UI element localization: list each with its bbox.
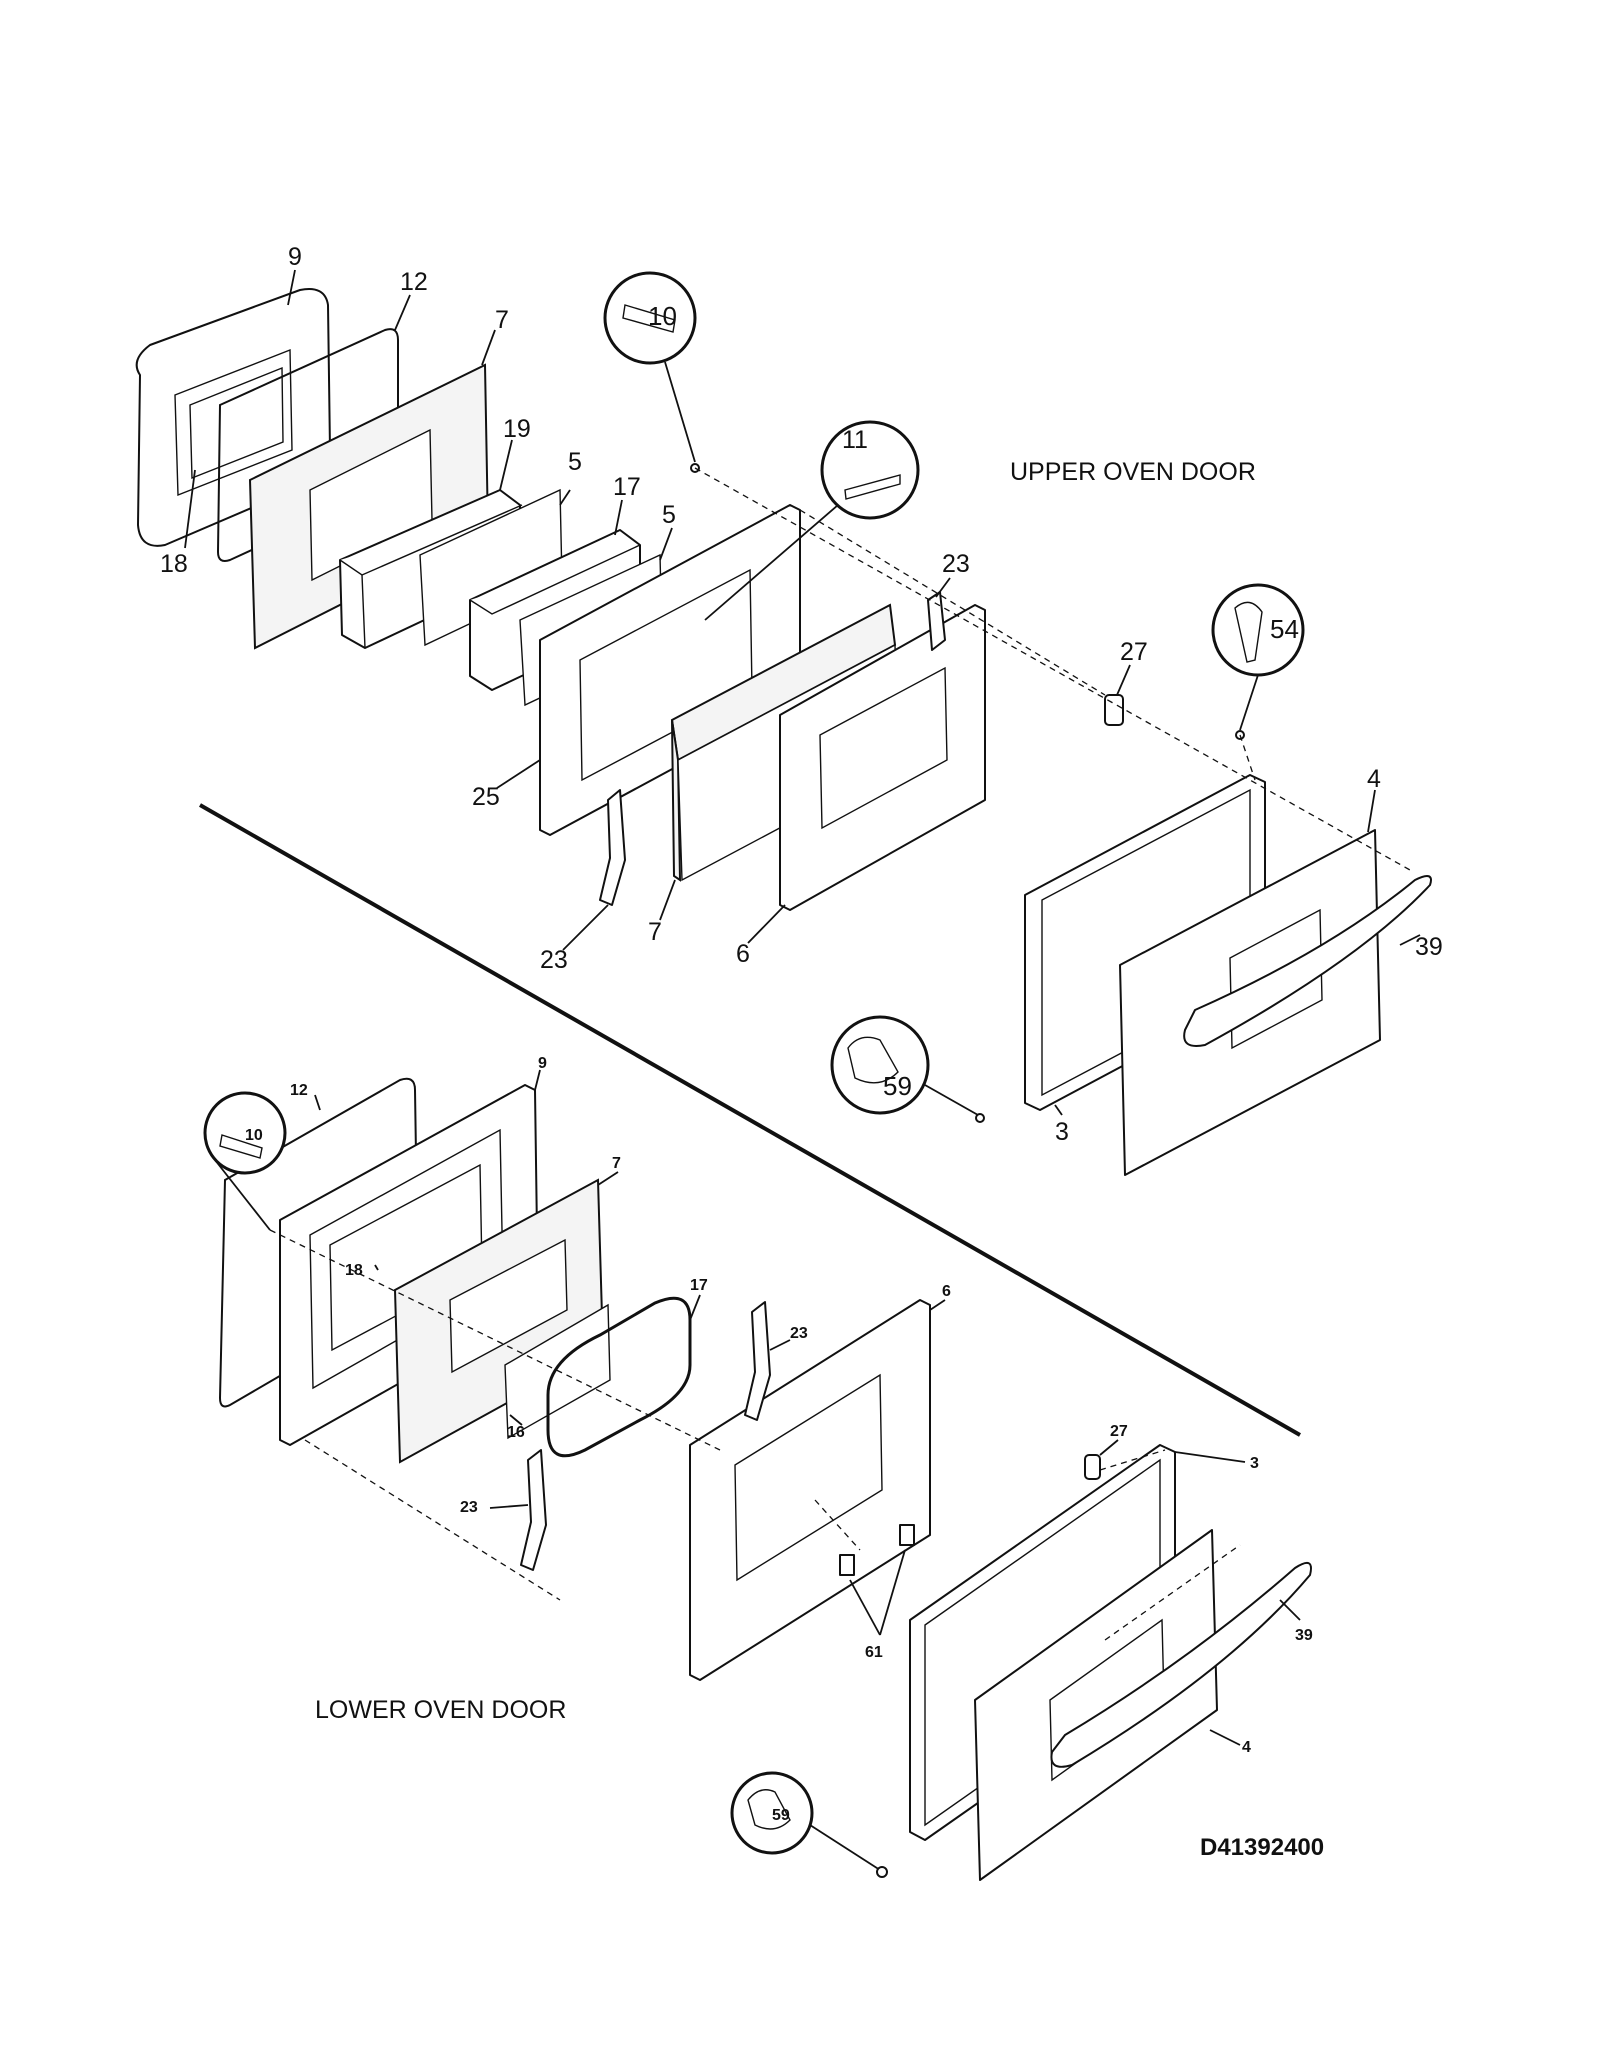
lower-label-3: 3 bbox=[1250, 1455, 1259, 1472]
lower-title: LOWER OVEN DOOR bbox=[315, 1696, 566, 1724]
lower-label-23a: 23 bbox=[790, 1325, 808, 1342]
upper-label-5b: 5 bbox=[662, 501, 676, 529]
upper-label-23a: 23 bbox=[942, 550, 970, 578]
drawing-code: D41392400 bbox=[1200, 1834, 1324, 1861]
upper-label-7: 7 bbox=[495, 306, 509, 334]
upper-label-3: 3 bbox=[1055, 1118, 1069, 1146]
upper-label-25: 25 bbox=[472, 783, 500, 811]
lower-label-6: 6 bbox=[942, 1283, 951, 1300]
lower-label-17: 17 bbox=[690, 1277, 708, 1294]
upper-callout-11 bbox=[820, 420, 920, 520]
lower-part-61-stop-b bbox=[899, 1524, 915, 1546]
upper-alignment-lines bbox=[694, 467, 1411, 871]
lower-part-39-handle bbox=[1050, 1561, 1312, 1768]
upper-oven-door-assembly bbox=[135, 269, 1432, 1176]
lower-label-7: 7 bbox=[612, 1155, 621, 1172]
upper-label-5a: 5 bbox=[568, 448, 582, 476]
upper-label-6: 6 bbox=[736, 940, 750, 968]
lower-label-59: 59 bbox=[772, 1807, 790, 1824]
upper-label-10: 10 bbox=[648, 301, 677, 331]
lower-label-4: 4 bbox=[1242, 1739, 1251, 1756]
upper-part-23-hinge-left bbox=[599, 789, 626, 906]
lower-label-16: 16 bbox=[507, 1424, 525, 1441]
lower-part-61-stop-a bbox=[839, 1554, 855, 1576]
upper-part-27-spacer bbox=[1104, 694, 1124, 726]
upper-label-12: 12 bbox=[400, 268, 428, 296]
lower-label-12: 12 bbox=[290, 1082, 308, 1099]
upper-label-11: 11 bbox=[842, 426, 868, 454]
upper-label-19: 19 bbox=[503, 415, 531, 443]
upper-label-7b: 7 bbox=[648, 918, 662, 946]
upper-label-39: 39 bbox=[1415, 933, 1443, 961]
lower-callout-10 bbox=[203, 1091, 287, 1175]
upper-label-18: 18 bbox=[160, 550, 188, 578]
lower-label-39: 39 bbox=[1295, 1627, 1313, 1644]
lower-label-61: 61 bbox=[865, 1644, 883, 1661]
lower-label-27: 27 bbox=[1110, 1423, 1128, 1440]
lower-part-23-hinge-bottom bbox=[520, 1449, 547, 1571]
upper-label-4: 4 bbox=[1367, 765, 1381, 793]
upper-label-27: 27 bbox=[1120, 638, 1148, 666]
lower-oven-door-assembly bbox=[203, 1069, 1312, 1881]
upper-label-54: 54 bbox=[1270, 614, 1299, 644]
upper-part-23-hinge-right bbox=[927, 591, 946, 651]
upper-part-39-handle bbox=[1183, 875, 1432, 1047]
upper-label-17: 17 bbox=[613, 473, 641, 501]
lower-label-9: 9 bbox=[538, 1055, 547, 1072]
lower-part-16-glass bbox=[504, 1303, 611, 1440]
section-divider bbox=[199, 803, 1301, 1437]
lower-part-17-gasket-ring bbox=[546, 1296, 692, 1458]
upper-label-59: 59 bbox=[883, 1071, 912, 1101]
lower-part-23-hinge-top bbox=[744, 1301, 771, 1421]
upper-label-9: 9 bbox=[288, 243, 302, 271]
upper-title: UPPER OVEN DOOR bbox=[1010, 458, 1256, 486]
lower-label-23b: 23 bbox=[460, 1499, 478, 1516]
lower-label-18: 18 bbox=[345, 1262, 363, 1279]
lower-part-27-spacer bbox=[1084, 1454, 1101, 1480]
lower-label-10: 10 bbox=[245, 1127, 263, 1144]
upper-label-23b: 23 bbox=[540, 946, 568, 974]
